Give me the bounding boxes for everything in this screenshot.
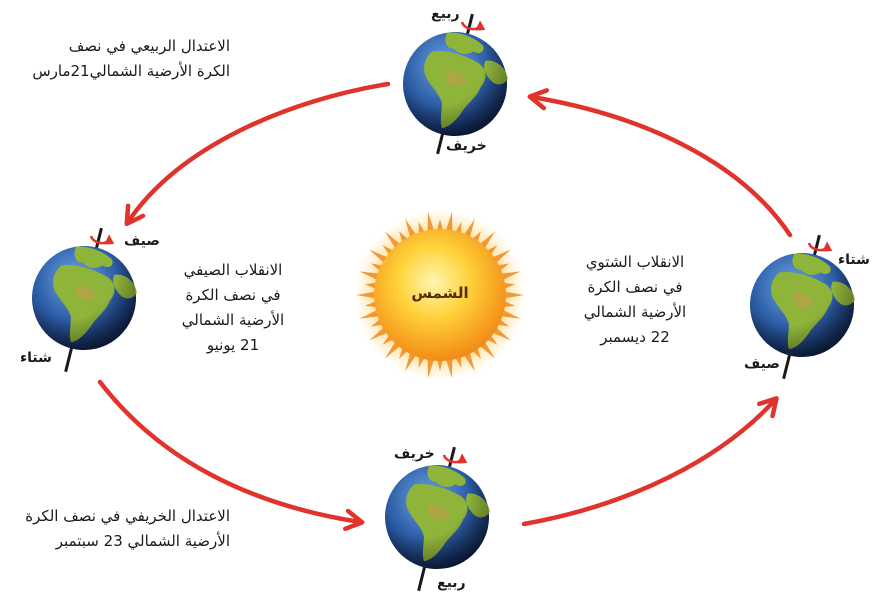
caption-right: الانقلاب الشتوي في نصف الكرة الأرضية الش… xyxy=(570,250,700,350)
caption-left-line-1: الانقلاب الصيفي xyxy=(183,261,283,279)
caption-right-line-2: في نصف الكرة xyxy=(587,278,683,296)
sun-ray xyxy=(356,291,379,299)
season-right-north: شتاء xyxy=(838,252,870,268)
sun-label: الشمس xyxy=(411,284,469,302)
season-right-south: صيف xyxy=(744,356,780,372)
caption-right-line-1: الانقلاب الشتوي xyxy=(585,253,685,271)
season-bottom-north: خريف xyxy=(394,446,435,462)
season-left-south: شتاء xyxy=(20,350,52,366)
sun-ray xyxy=(445,211,453,235)
orbit-arrow-right-to-top xyxy=(527,88,793,238)
caption-bottom-line-2: الأرضية الشمالي 23 سبتمبر xyxy=(55,532,230,550)
caption-left-line-3: الأرضية الشمالي xyxy=(181,311,285,329)
caption-right-line-3: الأرضية الشمالي xyxy=(583,303,687,321)
earth-right xyxy=(738,234,866,380)
sun-ray xyxy=(427,355,435,379)
caption-top-line-1: الاعتدال الربيعي في نصف xyxy=(68,37,230,55)
season-top-south: خريف xyxy=(446,138,487,154)
orbit-arrow-left-to-bottom xyxy=(97,379,365,532)
caption-right-line-4: 22 ديسمبر xyxy=(600,328,670,346)
orbit-arrows xyxy=(97,81,793,532)
earth-bottom xyxy=(373,446,501,592)
caption-bottom-line-1: الاعتدال الخريفي في نصف الكرة xyxy=(25,507,230,525)
caption-left: الانقلاب الصيفي في نصف الكرة الأرضية الش… xyxy=(168,258,298,358)
sun-ray xyxy=(501,291,524,299)
caption-bottom: الاعتدال الخريفي في نصف الكرة الأرضية ال… xyxy=(10,504,230,554)
caption-left-line-4: 21 يونيو xyxy=(206,336,260,354)
sun-ray xyxy=(445,355,453,379)
sun xyxy=(354,209,526,381)
caption-left-line-2: في نصف الكرة xyxy=(185,286,281,304)
season-top-north: ربيع xyxy=(431,6,460,22)
earth-top xyxy=(391,13,519,155)
caption-top-line-2: الكرة الأرضية الشمالي21مارس xyxy=(32,62,230,80)
season-bottom-south: ربيع xyxy=(437,575,466,591)
sun-ray xyxy=(427,211,435,235)
earth-left xyxy=(20,227,148,373)
orbit-arrow-top-to-left xyxy=(124,81,391,227)
caption-top: الاعتدال الربيعي في نصف الكرة الأرضية ال… xyxy=(32,34,230,84)
orbit-arrow-bottom-to-right xyxy=(521,396,779,527)
season-left-north: صيف xyxy=(124,233,160,249)
